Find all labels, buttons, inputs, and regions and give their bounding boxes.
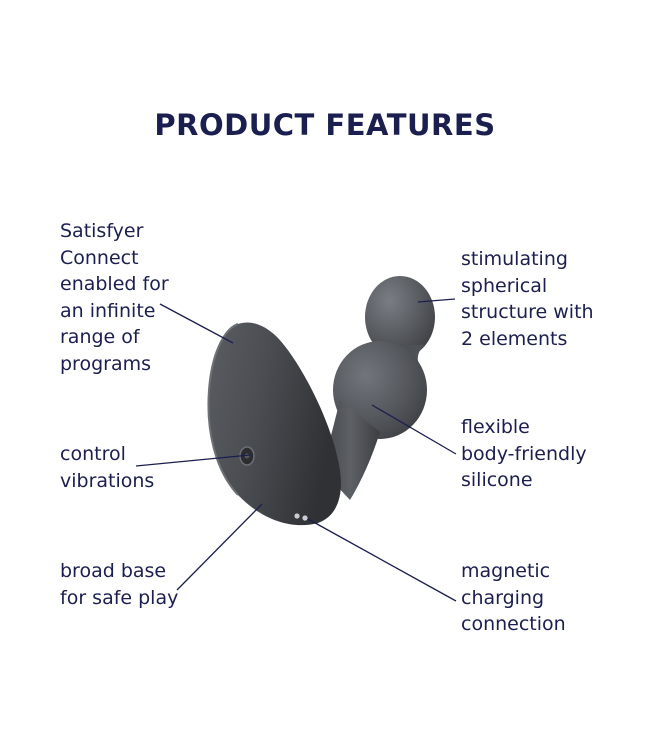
upper-sphere: [365, 276, 435, 358]
leader-line-silicone: [371, 404, 457, 455]
base-rim: [207, 323, 239, 496]
leader-line-connect: [159, 303, 234, 344]
leader-line-spherical: [417, 298, 456, 303]
feature-label-spherical: stimulating spherical structure with 2 e…: [461, 248, 594, 350]
feature-label-charging: magnetic charging connection: [461, 560, 566, 635]
feature-label-base: broad base for safe play: [60, 560, 179, 609]
leader-line-charging: [307, 518, 457, 602]
leader-line-base: [176, 503, 263, 591]
base-disc: [208, 322, 341, 526]
page-title: PRODUCT FEATURES: [154, 108, 496, 142]
feature-label-connect: Satisfyer Connect enabled for an infinit…: [60, 220, 169, 375]
charging-contact: [302, 515, 308, 521]
feature-label-silicone: flexible body-friendly silicone: [461, 416, 587, 491]
charging-contact: [294, 513, 300, 519]
leader-line-control: [135, 454, 251, 467]
feature-label-control: control vibrations: [60, 443, 155, 492]
